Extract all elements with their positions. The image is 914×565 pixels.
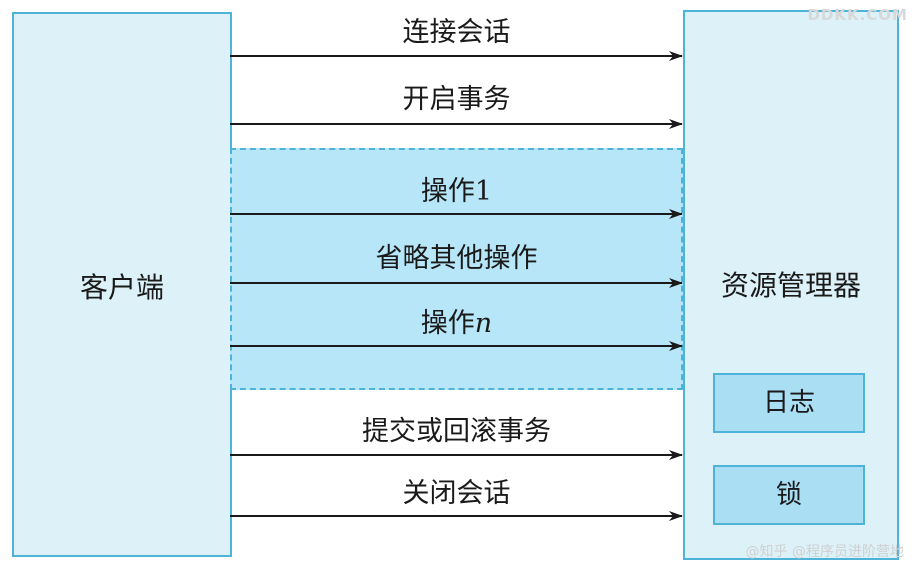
resource-manager-label: 资源管理器 [720, 269, 861, 302]
message-begin-transaction: 开启事务 [402, 84, 511, 115]
message-close-session: 关闭会话 [402, 478, 511, 509]
message-commit-or-rollback: 提交或回滚事务 [362, 416, 551, 447]
lock-box: 锁 [713, 465, 865, 525]
client-label: 客户端 [79, 271, 164, 304]
message-operation-n-number: n [474, 308, 493, 339]
log-box: 日志 [713, 373, 865, 433]
message-operation-1: 操作1 [230, 176, 683, 208]
message-other-operations: 省略其他操作 [375, 243, 538, 274]
watermark-top: DDKK.COM [807, 6, 908, 24]
client-box: 客户端 [12, 12, 232, 557]
message-operation-1-prefix: 操作 [420, 176, 475, 207]
watermark-bottom: @知乎 @程序员进阶营地 [745, 544, 904, 560]
message-operation-n: 操作n [230, 308, 683, 340]
message-operation-1-number: 1 [474, 176, 493, 207]
transaction-region [230, 148, 683, 390]
message-operation-n-prefix: 操作 [420, 308, 475, 339]
message-connect-session: 连接会话 [402, 17, 511, 48]
